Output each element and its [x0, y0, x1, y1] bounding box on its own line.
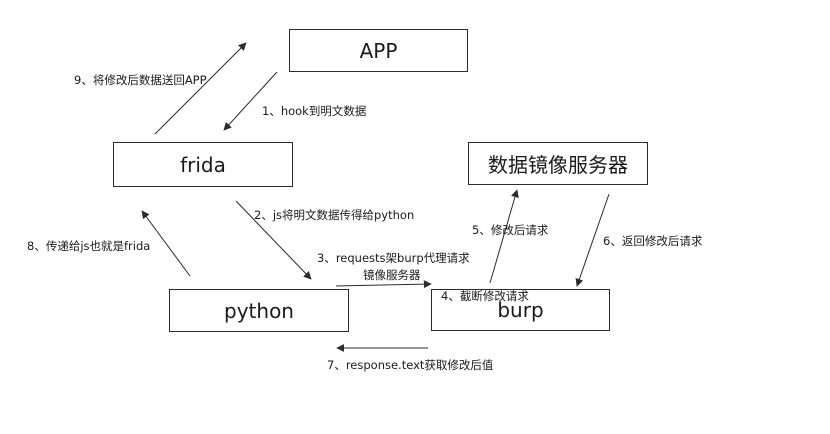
arrow-step-8 [141, 210, 191, 277]
step-6-label: 6、返回修改后请求 [603, 234, 703, 248]
mirror-server-node: 数据镜像服务器 [468, 142, 648, 185]
step-3-label-line1: 3、requests架burp代理请求 [317, 251, 470, 265]
burp-node: burp [431, 289, 610, 331]
arrow-step-1 [223, 71, 278, 131]
app-node: APP [289, 29, 468, 72]
step-9-label: 9、将修改后数据送回APP [74, 73, 207, 87]
arrow-step-2 [235, 200, 312, 280]
arrow-step-9 [154, 42, 247, 135]
arrow-step-3 [335, 280, 432, 289]
arrow-step-5 [489, 189, 519, 284]
frida-node: frida [113, 142, 293, 187]
step-7-label: 7、response.text获取修改后值 [327, 358, 494, 372]
arrow-step-6 [575, 193, 610, 287]
step-4-label: 4、截断修改请求 [441, 289, 529, 303]
step-2-label: 2、js将明文数据传得给python [254, 208, 415, 222]
step-8-label: 8、传递给js也就是frida [27, 239, 151, 253]
step-3-label-line2: 镜像服务器 [363, 268, 421, 282]
python-node: python [169, 289, 349, 332]
step-1-label: 1、hook到明文数据 [262, 104, 367, 118]
step-5-label: 5、修改后请求 [472, 223, 549, 237]
